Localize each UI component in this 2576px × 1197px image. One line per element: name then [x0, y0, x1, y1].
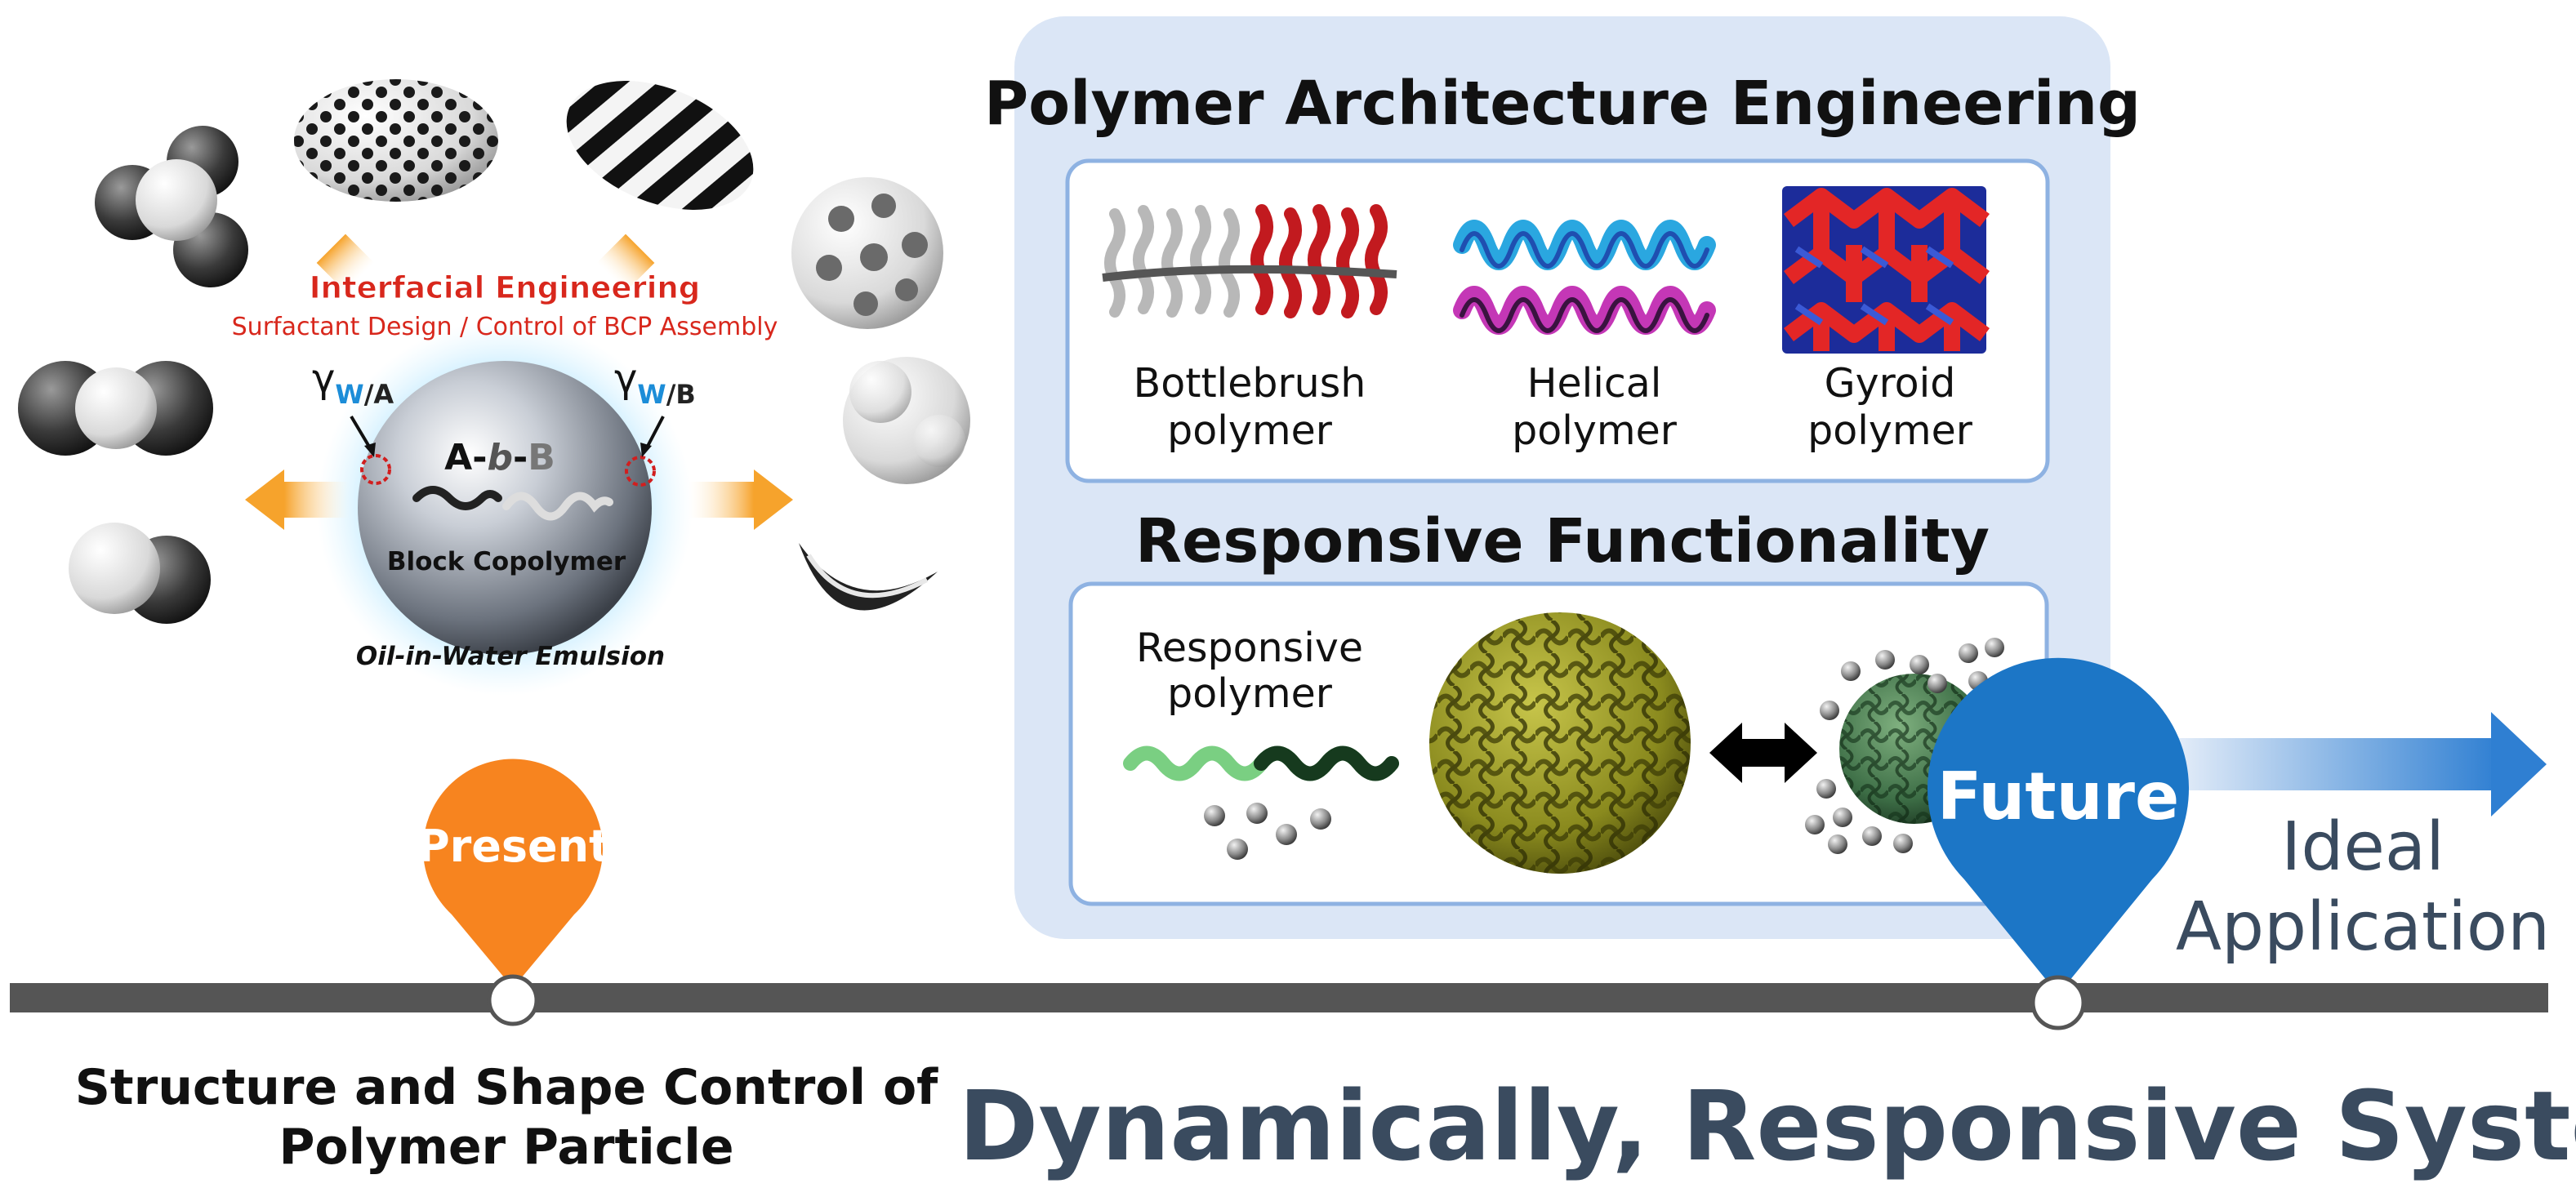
- helical-label-line2: polymer: [1512, 407, 1678, 454]
- present-marker: [487, 974, 539, 1026]
- gyroid-image: [1782, 186, 1990, 354]
- interface-mark-left: [360, 454, 391, 485]
- raspberry-particle: [843, 357, 970, 484]
- abb-label: A-b-B: [444, 437, 555, 478]
- bcp-chain-b: [502, 492, 613, 521]
- future-pin: [1928, 657, 2189, 995]
- bcp-chain-a: [412, 486, 502, 510]
- bottlebrush-image: [1102, 204, 1397, 318]
- crescent-particle: [799, 543, 938, 611]
- striped-ellipsoid-particle: [566, 81, 754, 210]
- helical-image: [1453, 220, 1716, 335]
- interface-mark-right: [625, 456, 656, 487]
- bottlebrush-label-line2: polymer: [1167, 407, 1333, 454]
- left-illustration: [18, 79, 970, 696]
- responsive-label-line1: Responsive: [1136, 625, 1363, 671]
- interfacial-engineering-subtitle: Surfactant Design / Control of BCP Assem…: [232, 313, 778, 341]
- present-caption-line1: Structure and Shape Control of: [75, 1059, 938, 1116]
- responsive-label-line2: polymer: [1167, 670, 1333, 717]
- future-label: Future: [1937, 759, 2180, 834]
- helical-label-line1: Helical: [1527, 360, 1662, 407]
- golf-ball-particle: [791, 177, 943, 329]
- trimer-particle: [95, 126, 248, 287]
- gyroid-label-line2: polymer: [1807, 407, 1973, 454]
- bottlebrush-label-line1: Bottlebrush: [1134, 360, 1366, 407]
- arrow-up-left: [316, 234, 375, 292]
- ideal-label-line2: Application: [2176, 888, 2550, 966]
- dumbbell-particle: [18, 361, 213, 456]
- responsive-polymer-image: [1123, 745, 1399, 860]
- timeline-bar: [10, 983, 2548, 1012]
- responsive-title: Responsive Functionality: [1135, 506, 1990, 576]
- arrow-right: [689, 469, 793, 530]
- architecture-title: Polymer Architecture Engineering: [984, 69, 2141, 139]
- emulsion-label: Oil-in-Water Emulsion: [356, 642, 665, 671]
- ideal-application-arrow: [2173, 712, 2547, 817]
- interface-pointer-right-head: [640, 443, 652, 457]
- future-headline: Dynamically, Responsive System: [959, 1070, 2576, 1182]
- interface-pointer-left-head: [364, 443, 376, 457]
- gamma-wb-label: γW/B: [614, 356, 696, 410]
- interfacial-engineering-title: Interfacial Engineering: [310, 270, 700, 305]
- ideal-label-line1: Ideal: [2281, 808, 2445, 886]
- present-label: Present: [417, 821, 610, 872]
- block-copolymer-label: Block Copolymer: [387, 547, 626, 576]
- gamma-wa-label: γW/A: [312, 356, 394, 410]
- swollen-particle-image: [1429, 612, 1691, 874]
- future-marker: [2030, 975, 2086, 1030]
- gyroid-label-line1: Gyroid: [1825, 360, 1956, 407]
- arrow-up-right: [596, 234, 655, 292]
- janus-dimer-particle: [69, 523, 211, 624]
- arrow-left: [245, 469, 350, 530]
- present-caption-line2: Polymer Particle: [279, 1119, 733, 1176]
- dotted-ellipsoid-particle: [294, 79, 498, 202]
- present-pin: [423, 759, 603, 988]
- double-arrow-icon: [1709, 723, 1817, 783]
